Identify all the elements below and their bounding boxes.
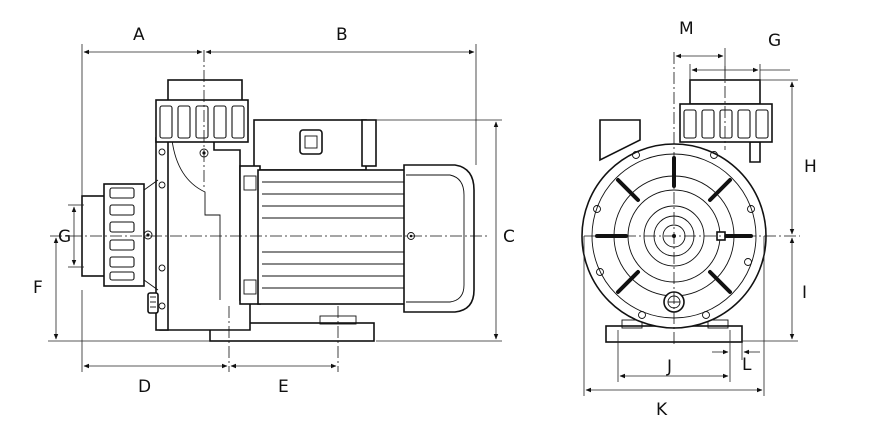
label-l: L	[742, 355, 752, 375]
front-outlet-fins	[683, 109, 769, 139]
flange-bolts	[593, 151, 755, 319]
side-view-dimensions	[48, 44, 502, 372]
label-i: I	[802, 283, 807, 303]
label-g-front: G	[768, 31, 781, 51]
label-a: A	[133, 25, 145, 45]
dimension-labels: A B C D E F G M G H I J L K	[33, 19, 817, 420]
label-e: E	[278, 377, 289, 397]
label-f: F	[33, 278, 43, 298]
label-c: C	[503, 227, 515, 247]
label-m: M	[679, 19, 694, 39]
label-d: D	[138, 377, 151, 397]
label-h: H	[804, 157, 817, 177]
front-view	[581, 52, 800, 345]
inlet-fins	[109, 187, 135, 281]
outlet-fins	[159, 105, 245, 139]
label-k: K	[656, 400, 668, 420]
motor-fins	[262, 181, 404, 289]
label-b: B	[336, 25, 348, 45]
label-g-side: G	[58, 227, 71, 247]
front-view-dimensions	[583, 48, 798, 396]
label-j: J	[666, 357, 672, 377]
side-view	[50, 50, 490, 372]
